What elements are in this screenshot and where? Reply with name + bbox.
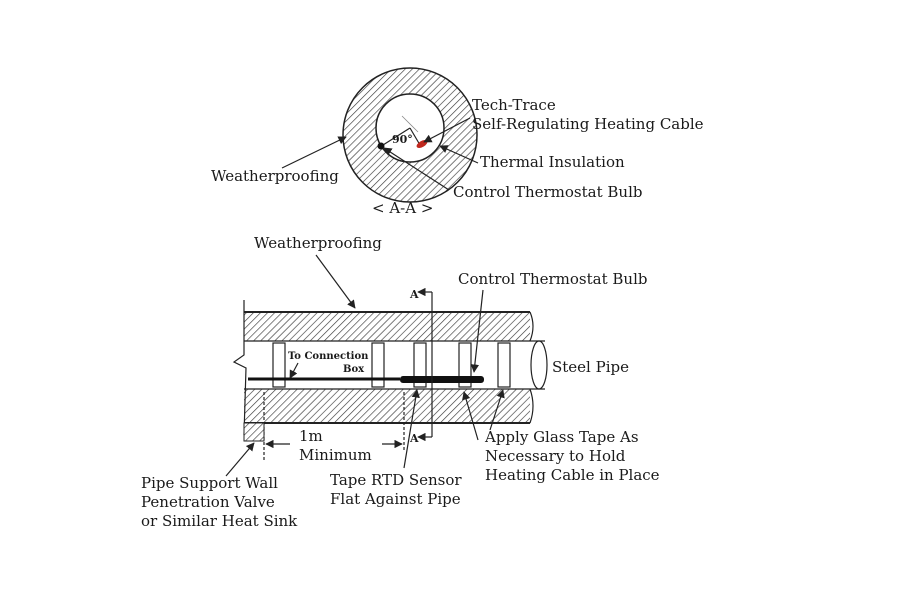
angle-tick xyxy=(401,115,419,133)
weatherproofing-leader-top xyxy=(281,136,347,169)
control-bulb-label-top: Control Thermostat Bulb xyxy=(453,183,642,201)
glass-tape-band xyxy=(272,342,286,388)
insulation-top xyxy=(244,312,530,341)
control-bulb-leader-bottom xyxy=(470,289,484,373)
glass-tape-band xyxy=(497,342,511,388)
dim-label-1: 1m xyxy=(299,427,323,445)
rtd-leader xyxy=(403,389,420,469)
to-connection-arrow xyxy=(289,362,299,379)
glass-tape-leader-2 xyxy=(489,389,505,431)
longitudinal-view: To Connection Box A A Weatherproofing Co… xyxy=(141,234,660,530)
steel-pipe-label: Steel Pipe xyxy=(552,358,629,376)
section-marker-top: A xyxy=(409,288,419,301)
weatherproofing-label-top: Weatherproofing xyxy=(211,167,339,185)
to-connection-label-2: Box xyxy=(343,364,365,375)
heat-sink-label-1: Pipe Support Wall xyxy=(141,474,278,492)
rtd-label-1: Tape RTD Sensor xyxy=(330,471,462,489)
tech-trace-label-1: Tech-Trace xyxy=(472,96,556,114)
weatherproofing-label-bottom: Weatherproofing xyxy=(254,234,382,252)
angle-label: 90° xyxy=(392,133,413,146)
tech-trace-label-2: Self-Regulating Heating Cable xyxy=(472,115,704,133)
glass-tape-label-2: Necessary to Hold xyxy=(485,447,626,465)
glass-tape-label-3: Heating Cable in Place xyxy=(485,466,660,484)
thermal-insulation-label: Thermal Insulation xyxy=(480,153,625,171)
thermostat-bulb-dot xyxy=(377,142,385,150)
section-marker-bottom: A xyxy=(409,432,419,445)
section-label: < A-A > xyxy=(372,199,433,217)
tech-trace-leader xyxy=(423,117,471,143)
dim-label-bg xyxy=(290,426,382,462)
break-line xyxy=(232,300,247,436)
insulation-end-bottom xyxy=(529,388,534,424)
heat-sink-leader xyxy=(225,442,255,477)
steel-pipe-end xyxy=(530,340,548,390)
glass-tape-leader-1 xyxy=(462,391,479,441)
to-connection-label-1: To Connection xyxy=(288,351,369,362)
rtd-label-2: Flat Against Pipe xyxy=(330,490,461,508)
thermal-insulation-leader xyxy=(439,145,479,164)
insulation-bottom xyxy=(244,389,530,423)
pipe-support xyxy=(243,422,265,442)
angle-line-left xyxy=(382,127,411,146)
control-bulb-leader-top xyxy=(383,147,450,191)
angle-line-right xyxy=(409,127,421,146)
cross-section: 90° Tech-Trace Self-Regulating Heating C… xyxy=(211,67,704,217)
insulation-end-top xyxy=(529,311,534,342)
heat-sink-label-3: or Similar Heat Sink xyxy=(141,512,298,530)
glass-tape-label-1: Apply Glass Tape As xyxy=(484,428,639,446)
heat-sink-label-2: Penetration Valve xyxy=(141,493,275,511)
control-bulb-label-bottom: Control Thermostat Bulb xyxy=(458,270,647,288)
glass-tape-band xyxy=(371,342,385,388)
weatherproofing-leader-bottom xyxy=(315,254,356,309)
dim-label-2: Minimum xyxy=(299,446,372,464)
thermostat-bulb-sensor xyxy=(400,376,484,383)
